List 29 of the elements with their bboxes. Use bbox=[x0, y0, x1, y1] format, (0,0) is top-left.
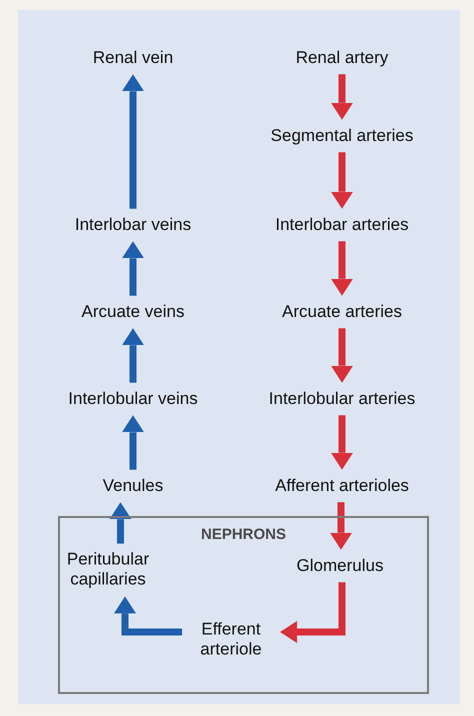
arrow bbox=[114, 596, 182, 636]
node-label: Renal artery bbox=[296, 48, 388, 68]
node-label: Afferent arterioles bbox=[275, 476, 409, 496]
node-label: Arcuate arteries bbox=[282, 302, 402, 322]
arrow bbox=[331, 328, 353, 383]
node-label: Renal vein bbox=[92, 48, 174, 68]
arrow bbox=[122, 415, 144, 470]
node-label: Glomerulus bbox=[296, 556, 384, 576]
node-label: Venules bbox=[102, 476, 164, 496]
arrow bbox=[331, 152, 353, 209]
node-label: Interlobular veins bbox=[68, 388, 198, 410]
arrow bbox=[122, 328, 144, 383]
group-heading: NEPHRONS bbox=[200, 526, 287, 543]
node-label: Interlobular arteries bbox=[268, 388, 416, 410]
arrow bbox=[122, 241, 144, 296]
arrow bbox=[331, 74, 353, 120]
node-label: Efferent arteriole bbox=[188, 620, 274, 660]
group-box bbox=[58, 516, 429, 694]
arrow bbox=[330, 502, 352, 550]
arrow bbox=[280, 582, 346, 643]
arrow bbox=[110, 502, 132, 544]
node-label: Segmental arteries bbox=[270, 126, 414, 146]
node-label: Interlobar veins bbox=[74, 214, 192, 236]
node-label: Arcuate veins bbox=[82, 302, 184, 322]
node-label: Peritubular capillaries bbox=[56, 550, 160, 590]
arrow bbox=[122, 74, 144, 209]
arrow bbox=[331, 415, 353, 470]
node-label: Interlobar arteries bbox=[275, 214, 409, 236]
arrow bbox=[331, 241, 353, 296]
